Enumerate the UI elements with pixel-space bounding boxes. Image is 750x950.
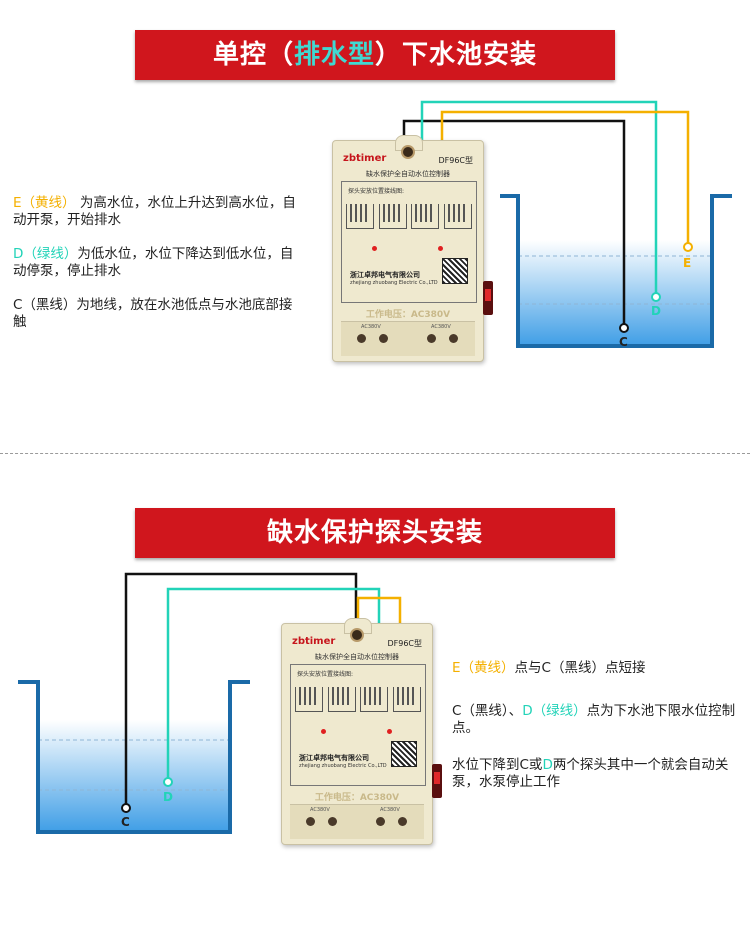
- section1-c-desc: C（黑线）为地线，放在水池低点与水池底部接触: [13, 297, 303, 331]
- device-voltage: 工作电压：AC380V: [365, 310, 451, 320]
- line2-rest: 点为下水池下限水位控制点。: [452, 703, 736, 736]
- tank1-label-e: E: [683, 256, 692, 270]
- section2-line1: E（黄线）点与C（黑线）点短接: [452, 660, 742, 677]
- tank2-label-c: C: [121, 815, 130, 829]
- terminal-block: AC380V AC380V: [290, 804, 424, 839]
- device-company-en: zhejiang zhuobang Electric Co.,LTD: [299, 763, 387, 769]
- line2-d-label: D（绿线）: [522, 703, 587, 719]
- mount-hole-top: [350, 628, 364, 642]
- banner-text-a: 单控（: [212, 40, 294, 70]
- line3-a: 水位下降到C或: [452, 757, 543, 773]
- device-diagram-panel: 探头安放位置接线图: 浙江卓邦电气有限公司 zhejiang zhuobang …: [290, 664, 426, 786]
- qr-code-icon: [391, 741, 417, 767]
- wire2-green: [166, 587, 381, 781]
- controller-device-1: zbtimer DF96C型 缺水保护全自动水位控制器 探头安放位置接线图: 浙…: [332, 135, 493, 362]
- tank1-water: [518, 240, 712, 346]
- e-text: 为高水位，水位上升达到高水位，自动开泵，开始排水: [13, 195, 296, 228]
- device-title: 缺水保护全自动水位控制器: [315, 653, 399, 661]
- terminal-label-right: AC380V: [431, 324, 451, 330]
- power-switch[interactable]: [483, 281, 493, 315]
- section-divider: [0, 453, 750, 454]
- wire2-yellow: [356, 596, 402, 628]
- section2-line3: 水位下降到C或D两个探头其中一个就会自动关泵，水泵停止工作: [452, 757, 742, 791]
- device-brand: zbtimer: [343, 153, 387, 164]
- c-text: C（黑线）为地线，放在水池低点与水池底部接触: [13, 297, 293, 330]
- power-indicator: [372, 246, 377, 251]
- controller-device-2: zbtimer DF96C型 缺水保护全自动水位控制器 探头安放位置接线图: 浙…: [281, 618, 442, 845]
- probe1-d: [651, 292, 661, 302]
- tank1-wall: [500, 194, 732, 348]
- e-label: E（黄线）: [13, 195, 76, 211]
- wire1-black: [402, 119, 626, 326]
- device-company: 浙江卓邦电气有限公司: [350, 271, 420, 279]
- tank2-water: [38, 720, 230, 832]
- line2-c-label: C（黑线）、: [452, 703, 523, 719]
- device-company-en: zhejiang zhuobang Electric Co.,LTD: [350, 280, 438, 286]
- tank1-label-d: D: [651, 304, 661, 318]
- qr-code-icon: [442, 258, 468, 284]
- line3-d: D: [542, 757, 553, 773]
- section1-d-desc: D（绿线）为低水位，水位下降达到低水位，自动停泵，停止排水: [13, 246, 303, 280]
- status-indicator: [438, 246, 443, 251]
- line1-rest: 点与C（黑线）点短接: [514, 660, 646, 676]
- d-label: D（绿线）: [13, 246, 78, 262]
- wire2-black: [124, 572, 358, 806]
- section1-banner: 单控（排水型）下水池安装: [135, 30, 615, 80]
- device-hint: 探头安放位置接线图:: [297, 671, 354, 678]
- device-voltage: 工作电压：AC380V: [314, 793, 400, 803]
- section2-line2: C（黑线）、D（绿线）点为下水池下限水位控制点。: [452, 703, 742, 737]
- power-switch[interactable]: [432, 764, 442, 798]
- probe2-c: [121, 803, 131, 813]
- line3-b: 两个探头其中一个就会自动关泵，水泵停止工作: [452, 757, 729, 790]
- line1-e-label: E（黄线）: [452, 660, 515, 676]
- probe2-d: [163, 777, 173, 787]
- device-diagram-panel: 探头安放位置接线图: 浙江卓邦电气有限公司 zhejiang zhuobang …: [341, 181, 477, 303]
- probe1-e: [683, 242, 693, 252]
- probe1-c: [619, 323, 629, 333]
- tank1-label-c: C: [619, 335, 628, 349]
- power-indicator: [321, 729, 326, 734]
- banner-highlight: 排水型: [293, 40, 375, 70]
- banner-text-b: ）下水池安装: [375, 40, 538, 70]
- wire1-green: [420, 100, 658, 296]
- device-model: DF96C型: [438, 156, 473, 165]
- device-brand: zbtimer: [292, 636, 336, 647]
- terminal-label-left: AC380V: [310, 807, 330, 813]
- section2-banner: 缺水保护探头安装: [135, 508, 615, 558]
- terminal-block: AC380V AC380V: [341, 321, 475, 356]
- device-title: 缺水保护全自动水位控制器: [366, 170, 450, 178]
- device-hint: 探头安放位置接线图:: [348, 188, 405, 195]
- device-model: DF96C型: [387, 639, 422, 648]
- tank2-wall: [18, 680, 250, 834]
- section1-e-desc: E（黄线） 为高水位，水位上升达到高水位，自动开泵，开始排水: [13, 195, 303, 229]
- d-text: 为低水位，水位下降达到低水位，自动停泵，停止排水: [13, 246, 294, 279]
- status-indicator: [387, 729, 392, 734]
- device-company: 浙江卓邦电气有限公司: [299, 754, 369, 762]
- wire1-yellow: [440, 110, 690, 246]
- tank2-label-d: D: [163, 790, 173, 804]
- terminal-label-right: AC380V: [380, 807, 400, 813]
- mount-hole-top: [401, 145, 415, 159]
- terminal-label-left: AC380V: [361, 324, 381, 330]
